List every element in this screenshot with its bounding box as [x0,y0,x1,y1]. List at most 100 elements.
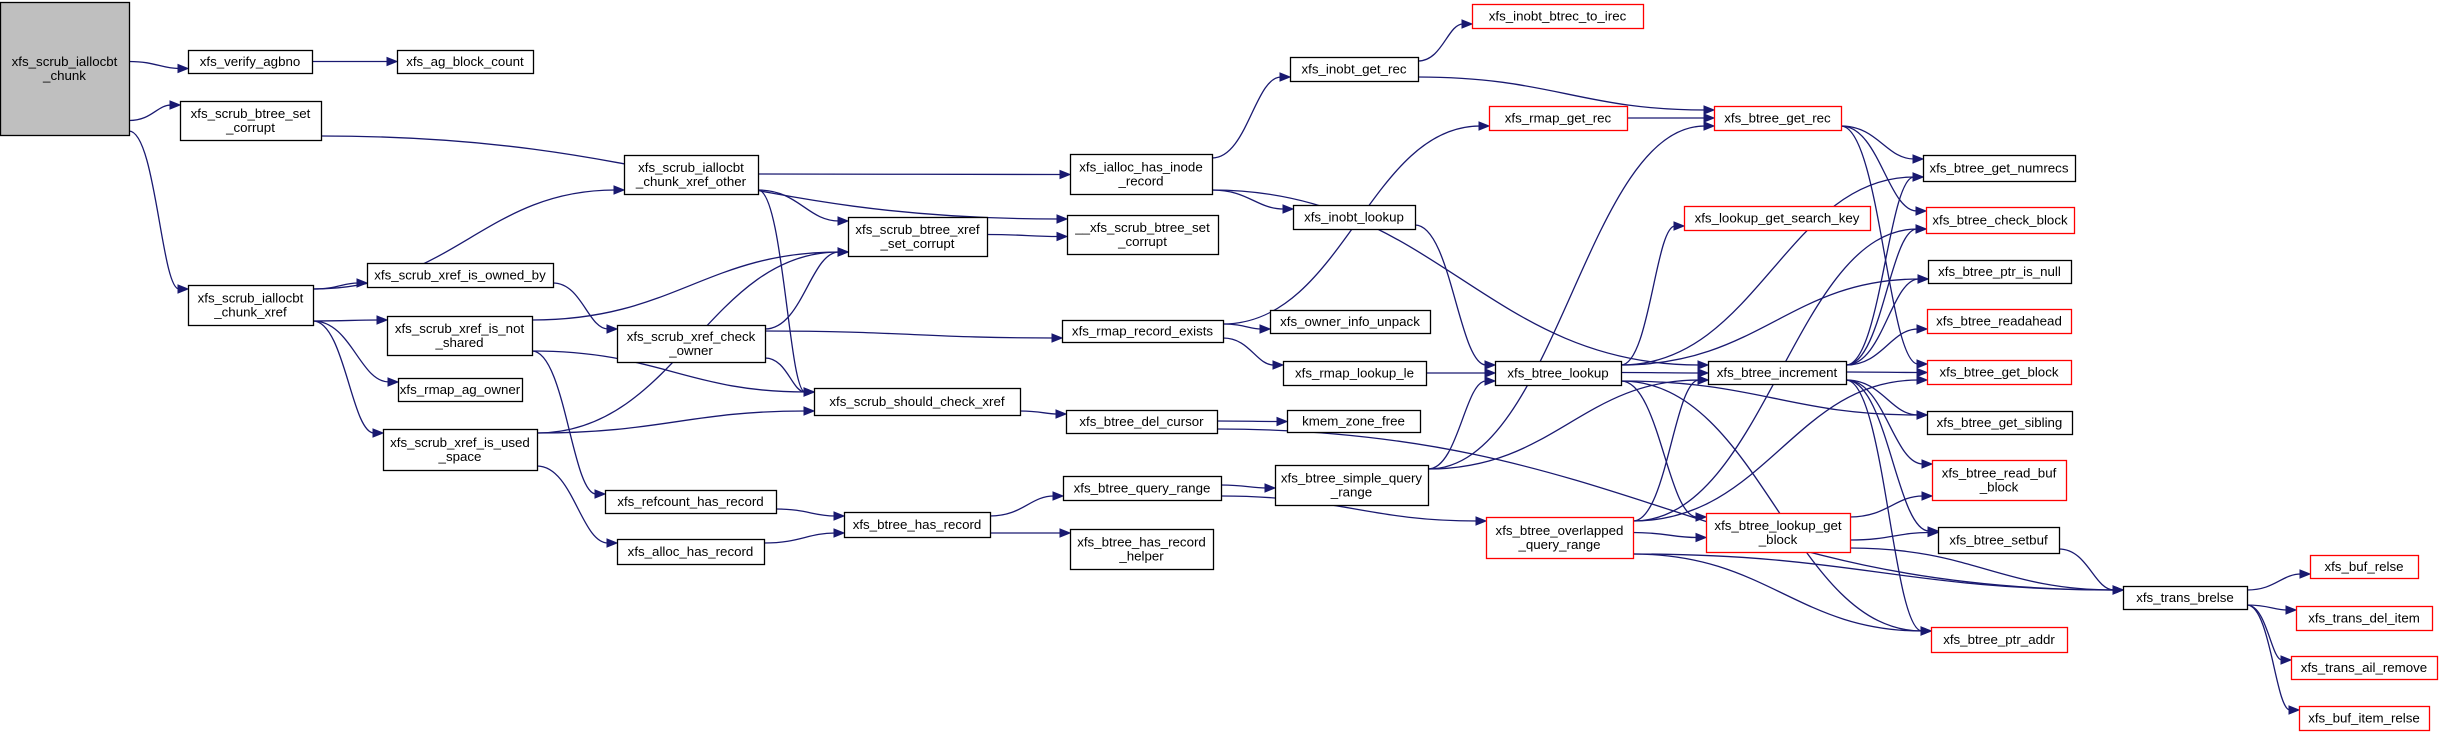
edge-ialloc-has-inode-record-to-inobt-lookup [1211,189,1295,214]
node-ag-block-count[interactable]: xfs_ag_block_count [396,49,535,75]
edge-btree-lookup-get-block-to-btree-read-buf-block [1849,491,1934,518]
node-alloc-has-record[interactable]: xfs_alloc_has_record [616,538,766,566]
node-rmap-ag-owner[interactable]: xfs_rmap_ag_owner [397,377,524,403]
node-trans-del-item[interactable]: xfs_trans_del_item [2295,605,2434,632]
edge-line [1632,531,1698,539]
edge-rmap-get-rec-to-btree-get-rec [1627,113,1716,123]
node-box [1683,205,1872,232]
node-inobt-btrec-to-irec[interactable]: xfs_inobt_btrec_to_irec [1471,3,1645,30]
node-xref-is-not-shared[interactable]: xfs_scrub_xref_is_not_shared [386,315,534,357]
node-box [397,377,524,403]
node-ialloc-has-inode-record[interactable]: xfs_ialloc_has_inode_record [1069,153,1214,196]
node-root[interactable]: xfs_scrub_iallocbt_chunk [0,1,131,137]
node-label: kmem_zone_free [1302,414,1405,429]
node-box [623,154,760,196]
node-label: xfs_verify_agbno [200,54,301,69]
node-box [1471,3,1645,30]
node-btree-increment[interactable]: xfs_btree_increment [1707,360,1848,386]
edge-btree-increment-to-btree-get-sibling [1845,379,1929,420]
node-label: xfs_scrub_xref_is_owned_by [374,268,546,283]
node-chunk-xref[interactable]: xfs_scrub_iallocbt_chunk_xref [187,284,315,327]
node-inobt-lookup[interactable]: xfs_inobt_lookup [1292,204,1417,231]
node-buf-relse[interactable]: xfs_buf_relse [2309,554,2420,580]
node-btree-del-cursor[interactable]: xfs_btree_del_cursor [1065,409,1219,435]
edge-line [989,495,1055,517]
edge-chunk-xref-other-to-ialloc-has-inode-record [757,169,1072,180]
node-btree-xref-set-corrupt[interactable]: xfs_scrub_btree_xref_set_corrupt [847,216,989,258]
node-btree-ptr-addr[interactable]: xfs_btree_ptr_addr [1930,626,2069,654]
edge-btree-query-range-to-btree-overlapped-query-range [1220,495,1488,526]
edge-line [1216,420,1279,423]
edge-btree-lookup-to-btree-get-sibling [1620,380,1929,420]
edge-btree-increment-to-btree-readahead [1845,324,1929,366]
node-xref-is-used-space[interactable]: xfs_scrub_xref_is_used_space [382,428,539,472]
edge-line [1632,553,1923,632]
node-label: _chunk_xref_other [635,174,747,189]
arrowhead-icon [1912,154,1925,164]
edge-line [1427,379,1700,470]
edge-line [1845,379,1923,632]
node-btree-read-buf-block[interactable]: xfs_btree_read_buf_block [1931,459,2068,502]
node-btree-get-numrecs[interactable]: xfs_btree_get_numrecs [1922,154,2077,183]
edge-line [531,350,806,393]
edge-line [757,189,806,393]
node-label: xfs_btree_lookup [1507,366,1608,381]
node-trans-brelse[interactable]: xfs_trans_brelse [2122,585,2249,611]
edge-line [128,104,172,122]
node-rmap-lookup-le[interactable]: xfs_rmap_lookup_le [1282,360,1428,387]
node-xref-check-owner[interactable]: xfs_scrub_xref_check_owner [616,324,767,364]
edge-verify-agbno-to-ag-block-count [311,56,399,67]
edge-btree-has-record-to-btree-has-record-helper [990,528,1072,538]
edge-line [1849,531,1930,541]
node-label: _chunk [42,68,86,83]
edge-line [1620,371,1700,374]
arrowhead-icon [1916,367,1929,378]
node-label: _corrupt [1117,234,1167,249]
node-lookup-get-search-key[interactable]: xfs_lookup_get_search_key [1683,205,1872,232]
node-label: xfs_btree_lookup_get [1714,518,1841,533]
arrowhead-icon [1920,626,1933,636]
node-kmem-zone-free[interactable]: kmem_zone_free [1286,409,1422,434]
node-btree-query-range[interactable]: xfs_btree_query_range [1062,475,1223,502]
node-refcount-has-record[interactable]: xfs_refcount_has_record [604,489,778,515]
node-buf-item-relse[interactable]: xfs_buf_item_relse [2298,705,2431,732]
node-label: xfs_scrub_xref_is_used [390,435,530,450]
node-btree-lookup[interactable]: xfs_btree_lookup [1494,360,1623,387]
node-btree-lookup-get-block[interactable]: xfs_btree_lookup_get_block [1705,512,1852,554]
edge-root-to-btree-set-corrupt [128,100,182,122]
node-rmap-record-exists[interactable]: xfs_rmap_record_exists [1061,319,1225,344]
node-btree-ptr-is-null[interactable]: xfs_btree_ptr_is_null [1927,259,2073,285]
node-btree-check-block[interactable]: xfs_btree_check_block [1925,206,2076,235]
edge-btree-lookup-to-lookup-get-search-key [1620,221,1686,366]
node-btree-get-rec[interactable]: xfs_btree_get_rec [1713,105,1843,132]
node-owner-info-unpack[interactable]: xfs_owner_info_unpack [1269,309,1432,335]
edge-line [2246,573,2302,591]
node---btree-set-corrupt[interactable]: __xfs_scrub_btree_set_corrupt [1066,214,1220,256]
node-label: xfs_trans_ail_remove [2301,660,2427,675]
edge-rmap-record-exists-to-rmap-lookup-le [1222,337,1285,370]
edge-line [552,282,609,330]
node-trans-ail-remove[interactable]: xfs_trans_ail_remove [2290,655,2439,681]
node-btree-get-block[interactable]: xfs_btree_get_block [1926,359,2073,386]
node-btree-get-sibling[interactable]: xfs_btree_get_sibling [1926,410,2074,436]
node-label: xfs_rmap_lookup_le [1295,366,1414,381]
node-inobt-get-rec[interactable]: xfs_inobt_get_rec [1289,56,1420,83]
node-btree-overlapped-query-range[interactable]: xfs_btree_overlapped_query_range [1485,516,1635,560]
node-label: xfs_btree_get_sibling [1937,415,2063,430]
node-btree-readahead[interactable]: xfs_btree_readahead [1926,308,2073,335]
node-label: xfs_btree_check_block [1932,213,2068,228]
node-btree-set-corrupt[interactable]: xfs_scrub_btree_set_corrupt [179,100,323,142]
edge-line [531,350,597,495]
edge-chunk-xref-to-xref-is-not-shared [312,315,389,325]
edge-btree-get-rec-to-btree-get-block [1840,125,1929,369]
node-box [1922,154,2077,183]
node-chunk-xref-other[interactable]: xfs_scrub_iallocbt_chunk_xref_other [623,154,760,196]
node-btree-has-record-helper[interactable]: xfs_btree_has_record_helper [1069,528,1215,571]
node-should-check-xref[interactable]: xfs_scrub_should_check_xref [813,387,1022,417]
node-btree-has-record[interactable]: xfs_btree_has_record [843,511,992,539]
node-verify-agbno[interactable]: xfs_verify_agbno [187,49,314,75]
node-rmap-get-rec[interactable]: xfs_rmap_get_rec [1488,105,1629,132]
node-btree-simple-query-range[interactable]: xfs_btree_simple_query_range [1274,464,1430,507]
node-btree-setbuf[interactable]: xfs_btree_setbuf [1937,526,2061,555]
node-xref-is-owned-by[interactable]: xfs_scrub_xref_is_owned_by [366,262,555,289]
